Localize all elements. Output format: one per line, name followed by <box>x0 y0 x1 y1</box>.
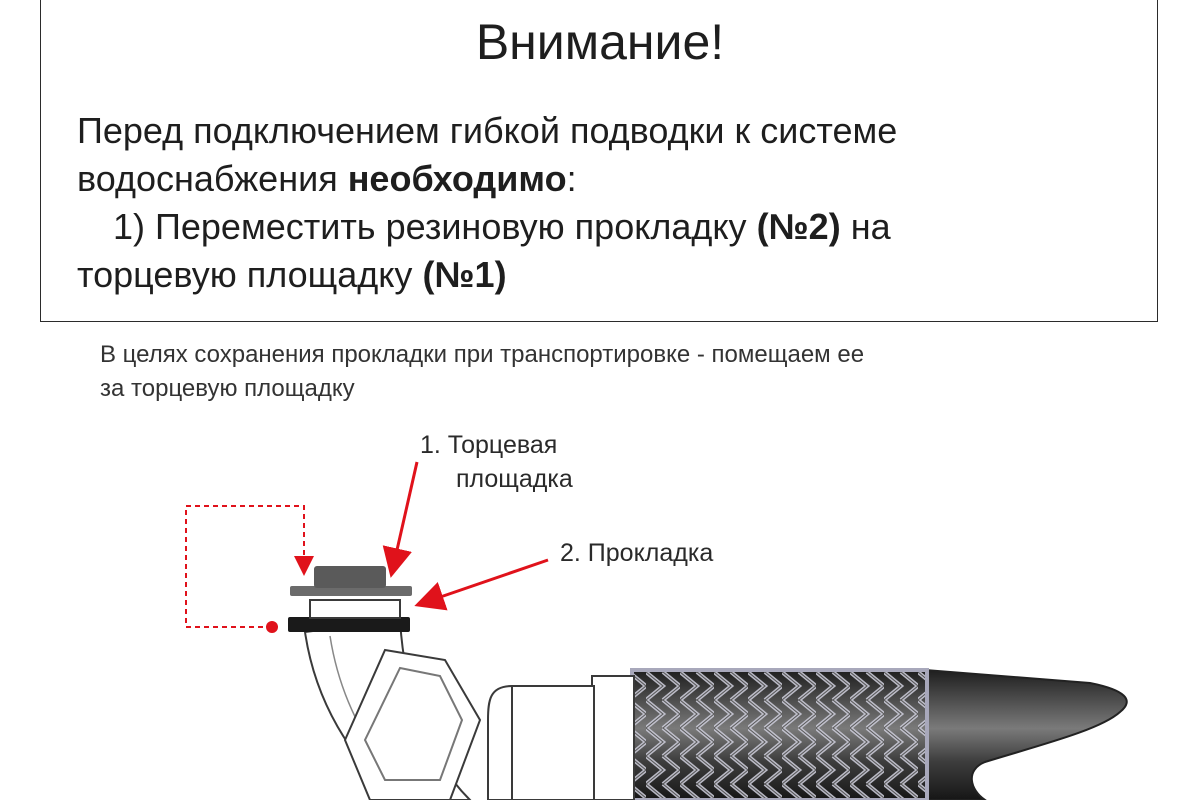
step-text-mid: на <box>840 206 891 247</box>
warning-step-line2: торцевую площадку (№1) <box>77 251 1137 299</box>
step-ref-1: (№1) <box>422 254 507 295</box>
warning-title: Внимание! <box>475 14 725 70</box>
step-text-2: торцевую площадку <box>77 254 423 295</box>
note-line2: за торцевую площадку <box>100 375 355 402</box>
label-part1: 1. Торцевая площадка <box>420 428 573 496</box>
intro-colon: : <box>566 158 577 199</box>
note-line1: В целях сохранения прокладки при транспо… <box>100 341 865 368</box>
warning-step-line1: 1) Переместить резиновую прокладку (№2) … <box>77 203 1137 251</box>
warning-body: Перед подключением гибкой подводки к сис… <box>77 107 1137 299</box>
callout-arrows <box>382 461 549 611</box>
step-text: 1) Переместить резиновую прокладку <box>113 206 757 247</box>
transport-note: В целях сохранения прокладки при транспо… <box>100 338 1100 406</box>
warning-box: Внимание! Перед подключением гибкой подв… <box>40 0 1158 322</box>
intro-text: водоснабжения <box>77 158 348 199</box>
end-platform <box>290 566 412 596</box>
hex-nut <box>343 648 482 800</box>
relocation-path <box>185 505 314 633</box>
hose-tail <box>924 668 1128 800</box>
label-part1-line2: площадка <box>456 465 573 493</box>
braided-sleeve <box>630 668 929 800</box>
label-part1-line1: 1. Торцевая <box>420 431 558 459</box>
intro-bold: необходимо <box>347 158 567 199</box>
warning-intro-line1: Перед подключением гибкой подводки к сис… <box>77 110 898 151</box>
label-part2: 2. Прокладка <box>560 539 714 567</box>
warning-intro-line2: водоснабжения необходимо: <box>77 155 1137 203</box>
ferrule <box>487 675 635 800</box>
step-ref-2: (№2) <box>756 206 841 247</box>
rubber-gasket <box>288 599 410 632</box>
